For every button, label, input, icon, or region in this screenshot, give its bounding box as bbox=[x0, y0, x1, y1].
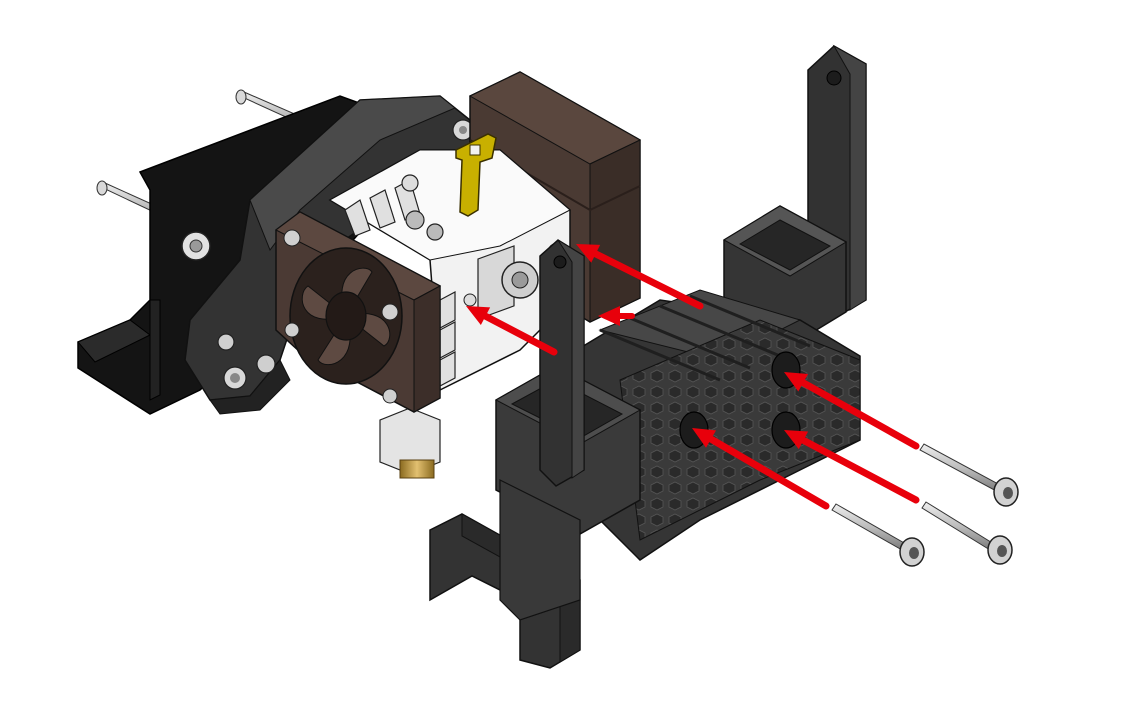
arrow-shaft bbox=[707, 435, 830, 510]
arrow-shaft bbox=[481, 312, 558, 356]
tension-latch bbox=[455, 133, 497, 217]
heatsink-fins bbox=[344, 179, 456, 387]
duct-ribs bbox=[599, 294, 811, 382]
assembly-arrow bbox=[598, 306, 635, 326]
arrow-head bbox=[576, 244, 601, 263]
fan-screw bbox=[382, 388, 398, 404]
assembly-arrow bbox=[784, 372, 920, 450]
guide-rod-upper-end bbox=[235, 89, 247, 105]
hotend bbox=[379, 407, 441, 479]
arrow-head bbox=[784, 430, 809, 450]
extruder-screw bbox=[401, 174, 419, 192]
assembly-arrows bbox=[466, 244, 920, 510]
carriage-bolt bbox=[256, 354, 276, 374]
assembly-arrow bbox=[784, 430, 920, 504]
arrow-shaft bbox=[592, 250, 704, 310]
cooling-fan bbox=[275, 211, 442, 413]
assembly-arrow bbox=[692, 428, 830, 510]
extruder-screw bbox=[463, 293, 477, 307]
socket-head-screw bbox=[921, 501, 1013, 565]
duct-mount-hole bbox=[553, 255, 567, 269]
socket-head-screw bbox=[919, 443, 1019, 507]
fan-screw bbox=[284, 322, 300, 338]
arrow-head bbox=[784, 372, 809, 392]
assembly-arrow bbox=[466, 306, 558, 356]
assembly-arrow bbox=[576, 244, 704, 310]
socket-head-screw bbox=[831, 503, 925, 567]
arrow-head bbox=[466, 306, 491, 326]
duct-mount-hole bbox=[826, 70, 842, 86]
arrow-head bbox=[692, 428, 717, 448]
carriage-bolt bbox=[217, 333, 235, 351]
brass-nozzle bbox=[399, 459, 435, 479]
fan-screw bbox=[283, 229, 301, 247]
extruder-hole bbox=[405, 210, 425, 230]
guide-rod-lower-end bbox=[96, 180, 108, 196]
duct-left-column bbox=[499, 479, 581, 621]
fan-hub bbox=[325, 291, 367, 341]
arrow-head bbox=[598, 306, 620, 326]
arrow-shaft bbox=[799, 379, 920, 450]
screws bbox=[831, 443, 1019, 567]
extruder-hole bbox=[426, 223, 444, 241]
fan-screw bbox=[381, 303, 399, 321]
arrow-shaft bbox=[799, 436, 920, 504]
